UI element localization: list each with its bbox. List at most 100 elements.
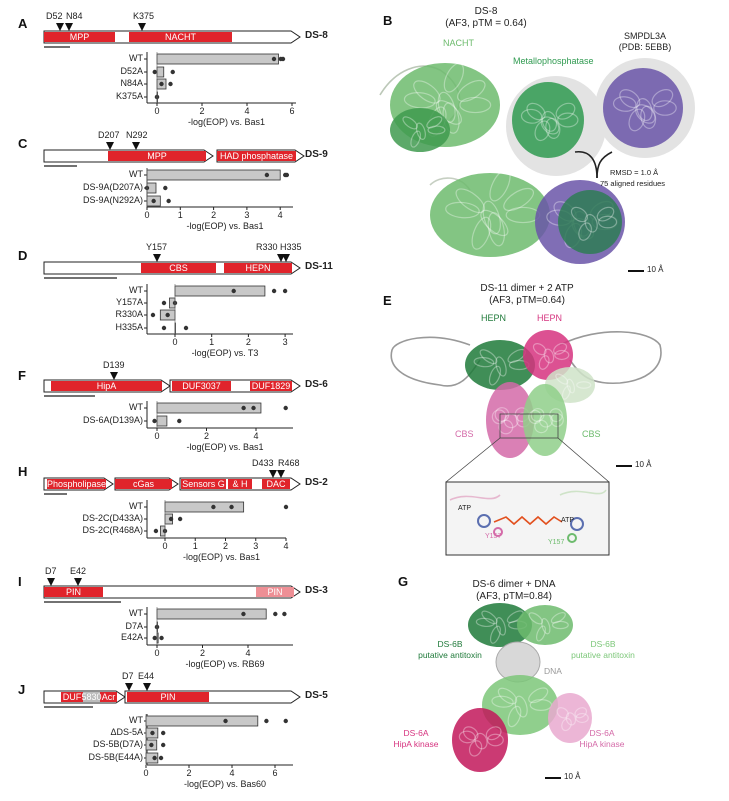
panel-E-title: DS-11 dimer + 2 ATP [480, 283, 574, 294]
merged-nacht-structure-helix [445, 201, 480, 219]
hepn-right-structure-helix [538, 355, 550, 370]
bar-A-0 [156, 53, 279, 65]
domain-label-A: NACHT [165, 32, 196, 42]
ds6-core-structure-helix [491, 695, 514, 708]
hepn-right-structure-helix [543, 348, 555, 364]
nacht-core-helix [402, 116, 418, 130]
residue-marker-C [106, 142, 114, 150]
residue-label-C: D207 [98, 130, 120, 140]
dna-label: DNA [544, 666, 562, 676]
tick-label-H: 2 [222, 541, 229, 551]
merged-nacht-structure-helix [487, 212, 505, 247]
domain-H-2 [181, 479, 226, 489]
residue-marker-H [269, 470, 277, 478]
ds6b-left-structure-helix [495, 617, 507, 636]
metallophosphatase-structure-helix [534, 120, 551, 142]
smpdl3a-structure-helix [636, 98, 653, 122]
panel-A-label: A [18, 16, 28, 31]
merged-nacht-structure-helix [455, 188, 486, 214]
x-axis-label-A: -log(EOP) vs. Bas1 [187, 117, 266, 127]
data-point-D-2 [165, 312, 170, 318]
tick-label-C: 4 [277, 210, 283, 220]
category-label-F: DS-6A(D139A) [82, 415, 143, 425]
domain-H-3 [228, 479, 252, 489]
x-axis-label-H: -log(EOP) vs. Bas1 [182, 552, 261, 562]
inset-connector-right [557, 437, 610, 483]
domain-C-1 [217, 151, 296, 161]
ds6b-right-structure-helix [551, 620, 569, 630]
domain-label-I: PIN [65, 587, 82, 597]
ds6b-left-label: DS-6B [437, 639, 463, 649]
data-point-J-0 [264, 718, 269, 724]
data-point-D-1 [161, 300, 167, 306]
domain-label-D: HEPN [245, 263, 271, 273]
data-point-A-1 [170, 69, 175, 75]
data-point-F-1 [152, 418, 157, 424]
data-point-I-0 [273, 611, 278, 617]
hepn-right-structure-helix [553, 342, 568, 355]
residue-marker-I [74, 578, 82, 586]
domain-label-C: MPP [147, 151, 167, 161]
domain-I-1 [256, 587, 294, 597]
system-name-I: DS-3 [305, 585, 328, 596]
y157-left-sidechain [493, 527, 503, 537]
system-name-F: DS-6 [305, 379, 328, 390]
ds6-core-structure-helix [507, 705, 522, 728]
atp-right-base [570, 517, 584, 531]
residue-marker-D [282, 254, 290, 262]
ds6a-left-structure-helix [462, 726, 479, 741]
metallophosphatase-structure-helix [526, 102, 546, 121]
tick-label-I: 4 [245, 648, 251, 658]
x-axis-label-J: -log(EOP) vs. Bas60 [183, 779, 267, 789]
cbs-right-structure-helix [550, 412, 564, 428]
category-label-H: DS-2C(D433A) [82, 513, 143, 523]
panel-F-label: F [18, 368, 26, 383]
tick-label-C: 2 [211, 210, 217, 220]
ds6a-left-structure-helix [458, 730, 476, 744]
hepn-left-structure-helix [473, 356, 495, 368]
nacht-core-helix [426, 116, 443, 129]
smpdl3a-structure-helix [628, 108, 646, 132]
domain-A-1 [129, 32, 232, 42]
data-point-I-0 [282, 611, 287, 617]
category-label-I: E42A [120, 632, 143, 642]
bar-I-0 [156, 608, 267, 620]
data-point-H-2 [153, 528, 159, 534]
panel-C-label: C [18, 136, 28, 151]
nacht-core-helix [415, 122, 426, 140]
residue-marker-H [277, 470, 285, 478]
domain-C-0 [108, 151, 206, 161]
inset-region-box [499, 413, 559, 439]
tick-label-D: 1 [209, 337, 215, 347]
category-label-H: DS-2C(R468A) [82, 525, 143, 535]
ds6b-left-structure-helix [475, 617, 495, 628]
residue-label-H: D433 [252, 458, 274, 468]
panel-E-label: E [383, 293, 392, 308]
domain-label-F: HipA [96, 381, 117, 391]
merged-metallo-structure [558, 190, 622, 254]
data-point-A-2 [168, 81, 173, 87]
data-point-C-2 [166, 198, 171, 204]
domain-J-2 [100, 692, 117, 702]
data-point-I-2 [159, 635, 164, 641]
metallophosphatase-structure-helix [555, 102, 576, 120]
domain-label-A: MPP [69, 32, 90, 42]
hepn-left-structure-helix [479, 349, 498, 365]
rmsd-text: RMSD = 1.0 Å [610, 168, 659, 177]
category-label-F: WT [129, 402, 143, 412]
data-point-J-3 [158, 755, 164, 761]
atp-left-base [477, 514, 491, 528]
smpdl3a-structure-helix [612, 96, 637, 112]
ds6a-left-structure [452, 708, 508, 772]
superposition-arrow-right [596, 151, 613, 179]
domain-label-C: HAD phosphatase [219, 151, 294, 161]
merged-nacht-structure-helix [480, 209, 509, 237]
panel-G-label: G [398, 574, 409, 589]
cbs-right-structure-helix [528, 409, 542, 425]
data-point-J-3 [152, 755, 157, 761]
bar-A-1 [156, 66, 165, 78]
metallophosphatase-structure-helix [557, 112, 579, 128]
ds6b-right-sublabel: putative antitoxin [571, 650, 635, 660]
x-axis-label-D: -log(EOP) vs. T3 [191, 348, 259, 358]
